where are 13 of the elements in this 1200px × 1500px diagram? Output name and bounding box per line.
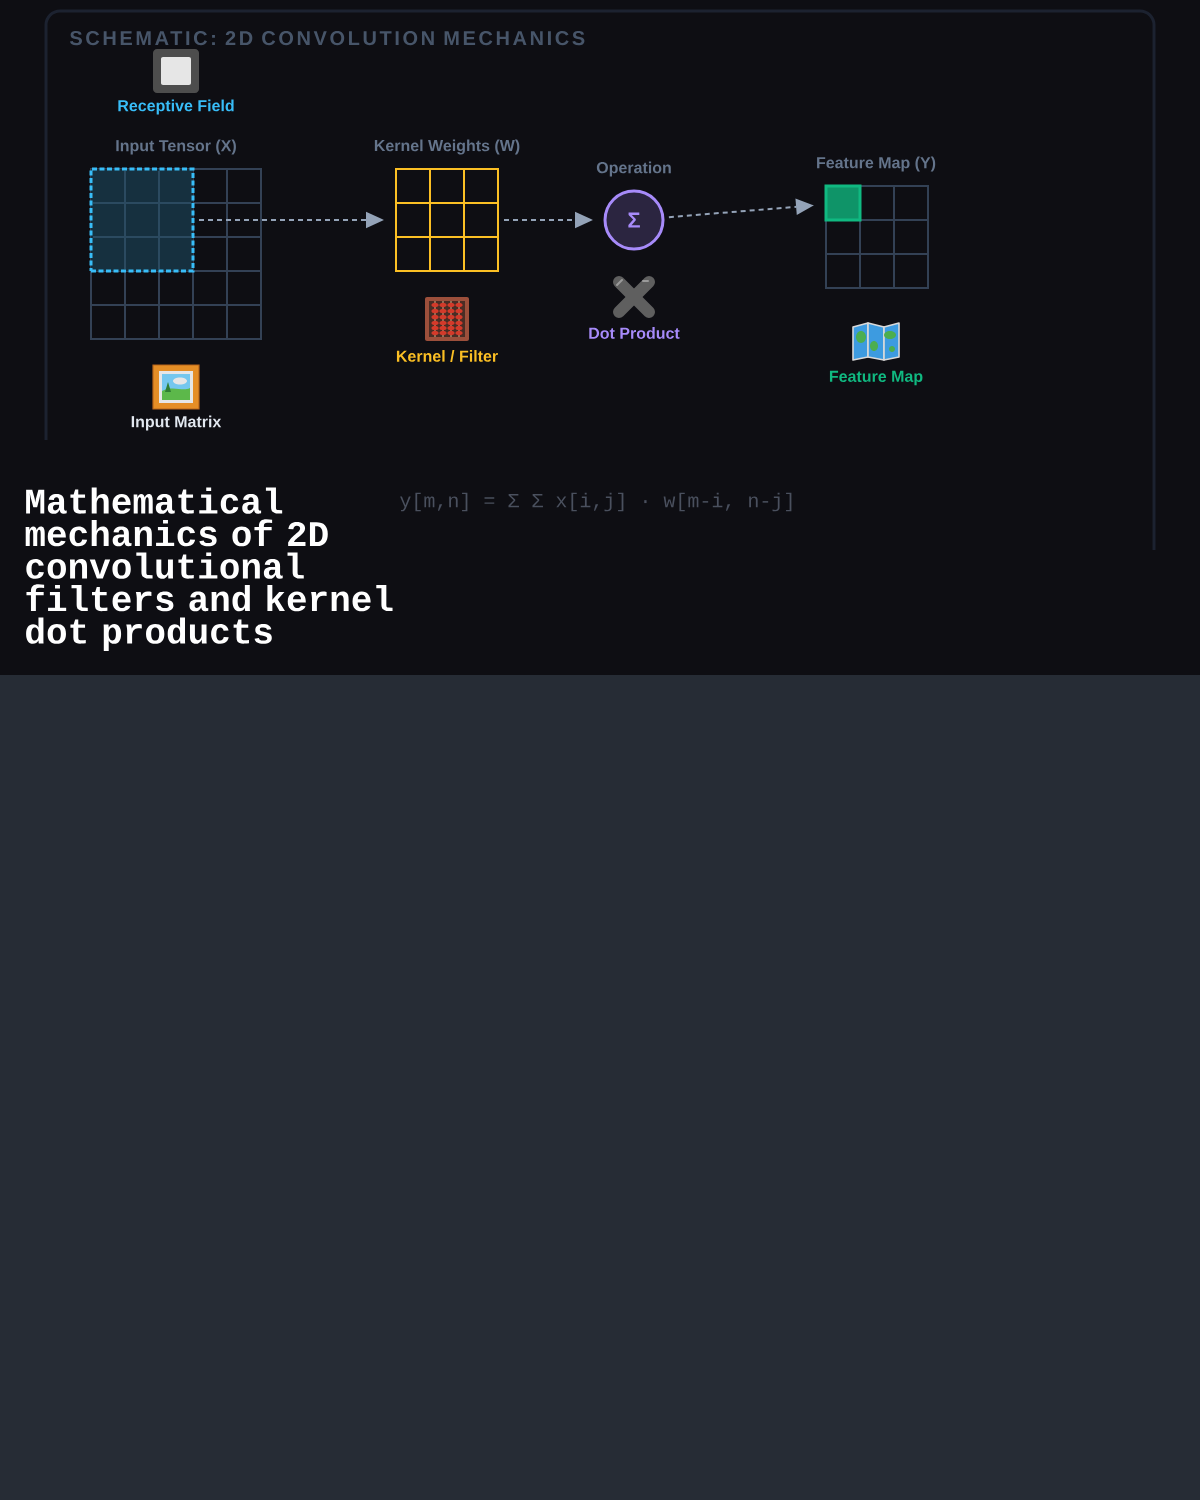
caption-label: Input Matrix [131, 415, 222, 431]
caption-label: Receptive Field [118, 99, 234, 115]
heading-label: Feature Map (Y) [817, 156, 936, 172]
caption-label: Feature Map [829, 370, 923, 386]
caption-label: Kernel / Filter [396, 350, 498, 362]
caption-label: Dot Product [589, 327, 680, 339]
highlighted-cell [824, 184, 862, 222]
diagram-title: SCHEMATIC: 2D CONVOLUTION MECHANICS [69, 31, 585, 46]
heading-label: Input Tensor (X) [116, 139, 236, 155]
caption-text: Mathematical mechanics of 2D convolutional filters and kernel dot products [25, 487, 393, 651]
heading-label: Kernel Weights (W) [374, 139, 520, 155]
formula-text: y[m,n] = Σ Σ x[i,j] · w[m-i, n-j] [400, 492, 792, 512]
heading-label: Operation [596, 161, 671, 177]
